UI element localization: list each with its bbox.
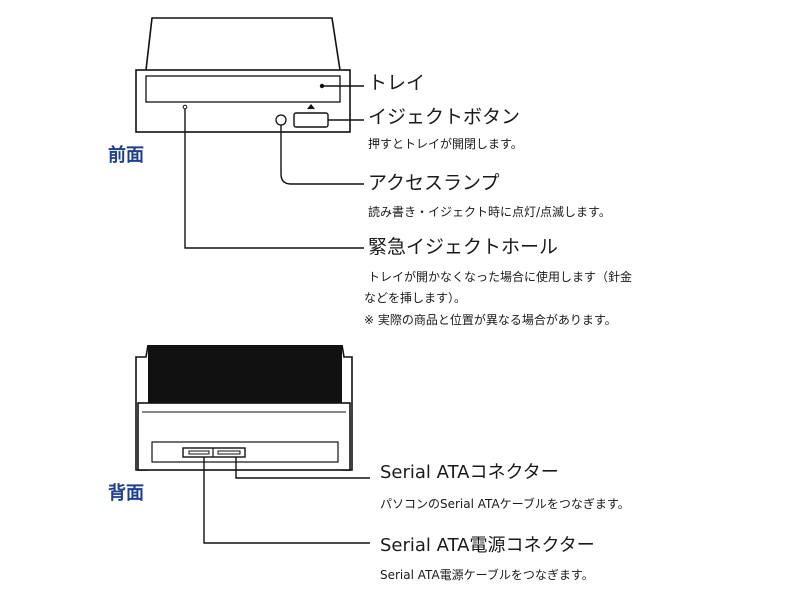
sata-leader	[235, 457, 370, 479]
sata-power-connector-desc: Serial ATA電源ケーブルをつなぎます。	[380, 568, 594, 582]
front-drive-illustration	[135, 17, 351, 133]
front-emergency-hole-shape	[182, 104, 188, 110]
position-note: ※ 実際の商品と位置が異なる場合があります。	[364, 313, 617, 327]
tray-label: トレイ	[368, 72, 426, 94]
back-section-title: 背面	[108, 483, 144, 504]
emergency-eject-desc-1: トレイが開かなくなった場合に使用します（針金	[368, 270, 633, 284]
emergency-eject-label: 緊急イジェクトホール	[368, 236, 559, 258]
emergency-eject-desc-2: などを挿します）。	[364, 291, 467, 305]
lamp-leader	[280, 125, 364, 185]
sata-power-connector-label: Serial ATA電源コネクター	[380, 535, 595, 556]
sata-inner-right	[217, 450, 241, 455]
hole-leader	[184, 109, 364, 249]
access-lamp-label: アクセスランプ	[368, 172, 500, 194]
sata-connector-label: Serial ATAコネクター	[380, 462, 559, 483]
front-drive-bezel	[135, 69, 351, 133]
eject-icon	[307, 104, 315, 109]
sata-inner	[188, 450, 210, 455]
front-leader-lines	[184, 83, 364, 249]
back-connector-area	[151, 441, 339, 463]
front-section-title: 前面	[108, 145, 144, 166]
access-lamp-desc: 読み書き・イジェクト時に点灯/点滅します。	[368, 205, 611, 219]
sata-power-leader	[203, 457, 370, 544]
back-drive-illustration	[135, 344, 353, 471]
back-leader-lines	[203, 457, 370, 544]
back-drive-top-band	[148, 345, 342, 403]
eject-button-label: イジェクトボタン	[368, 106, 521, 128]
front-drive-body-top	[145, 17, 341, 71]
sata-connector-shape	[182, 447, 246, 458]
front-tray-slot	[145, 75, 341, 103]
sata-connector-desc: パソコンのSerial ATAケーブルをつなぎます。	[380, 497, 630, 511]
back-drive-panel	[137, 402, 351, 471]
eject-button-desc: 押すとトレイが開閉します。	[368, 137, 523, 151]
